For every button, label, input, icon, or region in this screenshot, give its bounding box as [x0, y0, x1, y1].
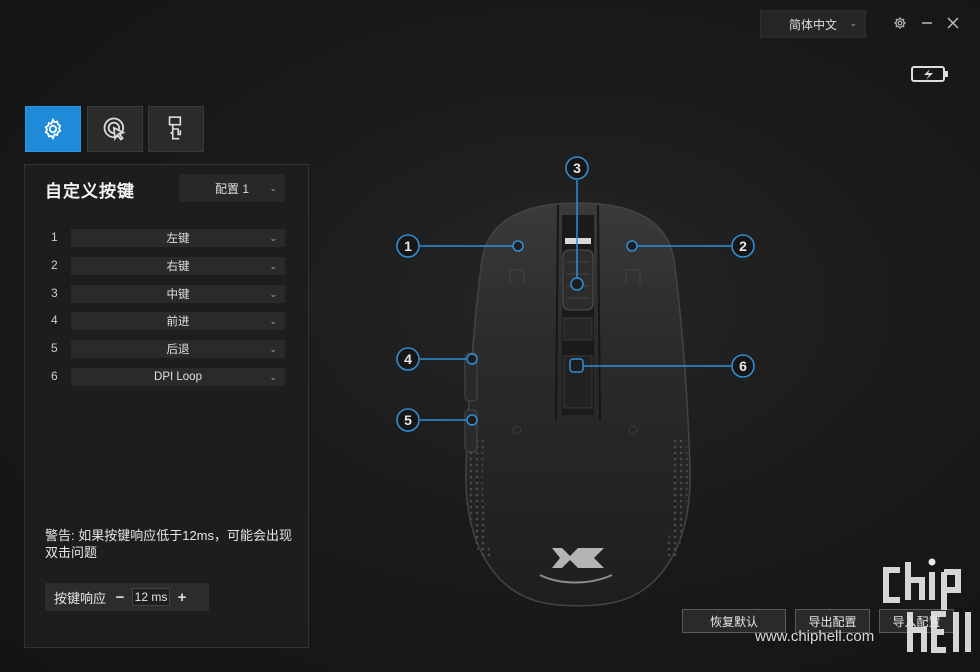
- chevron-down-icon: ⌄: [269, 371, 277, 382]
- minimize-icon[interactable]: [918, 14, 936, 32]
- battery-charging-icon: [911, 65, 949, 88]
- button-2-value: 右键: [166, 261, 190, 273]
- profile-label: 配置 1: [214, 181, 249, 196]
- close-icon[interactable]: [944, 14, 962, 32]
- button-1-value: 左键: [166, 233, 190, 245]
- row-number: 3: [51, 286, 58, 300]
- language-label: 简体中文: [788, 17, 837, 32]
- callout-6: 6: [739, 358, 747, 374]
- chiphell-logo: [880, 556, 976, 661]
- button-2-select[interactable]: 右键 ⌄: [71, 257, 285, 275]
- debounce-warning: 警告: 如果按键响应低于12ms，可能会出现双击问题: [45, 528, 293, 560]
- debounce-label: 按键响应: [54, 590, 107, 606]
- chevron-down-icon: ⌄: [269, 260, 277, 271]
- chevron-down-icon: ⌄: [849, 18, 857, 28]
- button-3-value: 中键: [166, 289, 190, 301]
- tab-lighting[interactable]: [87, 106, 143, 152]
- button-5-value: 后退: [166, 344, 190, 356]
- button-3-select[interactable]: 中键 ⌄: [71, 285, 285, 303]
- callout-2: 2: [739, 238, 747, 254]
- button-4-value: 前进: [166, 316, 190, 328]
- callout-1: 1: [404, 238, 412, 254]
- button-4-select[interactable]: 前进 ⌄: [71, 312, 285, 330]
- chevron-down-icon: ⌄: [269, 232, 277, 243]
- debounce-value-input[interactable]: 12 ms: [132, 588, 171, 606]
- language-select[interactable]: 简体中文 ⌄: [760, 10, 866, 38]
- export-config-button[interactable]: 导出配置: [795, 609, 870, 633]
- button-6-value: DPI Loop: [154, 371, 202, 383]
- row-number: 4: [51, 313, 58, 327]
- tab-macro[interactable]: [148, 106, 204, 152]
- watermark-url: www.chiphell.com: [755, 628, 875, 645]
- restore-defaults-button[interactable]: 恢复默认: [682, 609, 786, 633]
- debounce-control: 按键响应 − 12 ms +: [45, 583, 209, 611]
- custom-keys-panel: 自定义按键 配置 1 ⌄ 1 左键 ⌄ 2 右键 ⌄ 3 中键 ⌄ 4 前进 ⌄…: [24, 164, 309, 648]
- chevron-down-icon: ⌄: [269, 182, 277, 193]
- callout-4: 4: [404, 351, 412, 367]
- chevron-down-icon: ⌄: [269, 315, 277, 326]
- cursor-click-icon: [103, 117, 126, 141]
- button-6-select[interactable]: DPI Loop ⌄: [71, 368, 285, 386]
- row-number: 1: [51, 230, 58, 244]
- panel-title: 自定义按键: [45, 182, 135, 201]
- decrease-button[interactable]: −: [115, 588, 125, 606]
- row-number: 6: [51, 369, 58, 383]
- row-number: 5: [51, 341, 58, 355]
- gear-icon: [44, 117, 62, 141]
- chevron-down-icon: ⌄: [269, 288, 277, 299]
- chevron-down-icon: ⌄: [269, 343, 277, 354]
- gear-icon[interactable]: [891, 14, 909, 32]
- callout-5: 5: [404, 412, 412, 428]
- tab-settings[interactable]: [25, 106, 81, 152]
- profile-select[interactable]: 配置 1 ⌄: [179, 174, 285, 202]
- row-number: 2: [51, 258, 58, 272]
- button-5-select[interactable]: 后退 ⌄: [71, 340, 285, 358]
- button-1-select[interactable]: 左键 ⌄: [71, 229, 285, 247]
- mouse-illustration: 1 2 3 4 5 6: [396, 156, 755, 607]
- callout-3: 3: [573, 160, 581, 176]
- macro-hand-icon: [168, 116, 182, 140]
- increase-button[interactable]: +: [177, 588, 187, 606]
